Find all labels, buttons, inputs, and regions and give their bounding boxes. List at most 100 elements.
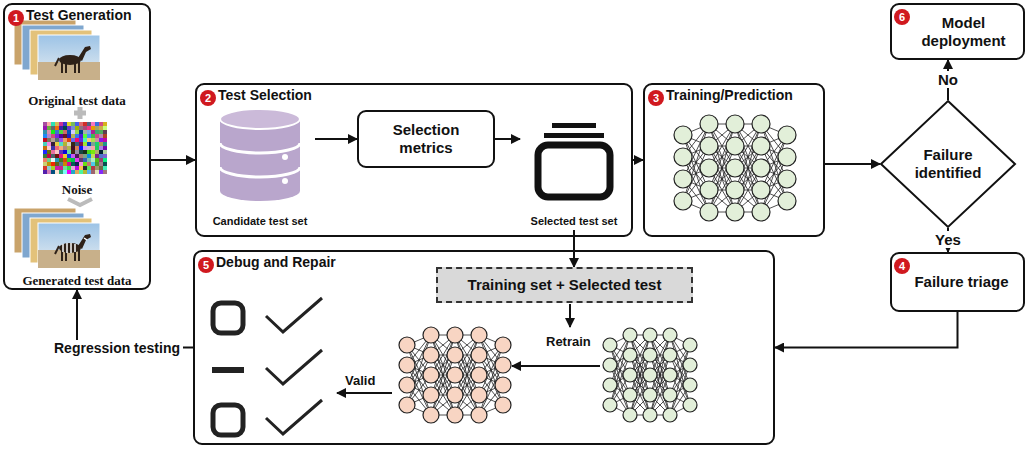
neural-network (603, 378, 617, 392)
text-holder: 4 (894, 256, 910, 274)
noise-image (59, 146, 63, 150)
noise-image (95, 134, 99, 138)
noise-image (83, 146, 87, 150)
noise-image (75, 166, 79, 170)
node-label: Selection metrics (393, 121, 460, 156)
noise-image (47, 126, 51, 130)
noise-image (95, 166, 99, 170)
noise-image (71, 142, 75, 146)
neural-network (663, 348, 677, 362)
noise-image (79, 134, 83, 138)
text-holder: Training/Prediction (666, 86, 793, 104)
text-holder: Selection metrics (370, 121, 482, 157)
noise-image (43, 122, 107, 174)
horse-figure (55, 58, 59, 66)
text-holder: Test Selection (218, 86, 312, 104)
horse-figure (65, 62, 67, 73)
noise-image (79, 154, 83, 158)
result-symbol (213, 405, 243, 435)
noise-image (67, 166, 71, 170)
neural-network (663, 368, 677, 382)
repaired-network (447, 367, 463, 383)
noise-image (63, 154, 67, 158)
neural-network (726, 159, 744, 177)
node-label: Selected test set (531, 215, 618, 227)
noise-image (103, 158, 107, 162)
noise-image (95, 138, 99, 142)
stage-box: 6 Model deployment (890, 3, 1025, 60)
neural-network (630, 355, 650, 415)
noise-image (103, 130, 107, 134)
repaired-network (447, 327, 463, 343)
step-number: 6 (894, 9, 910, 25)
neural-network (735, 124, 761, 190)
neural-network (674, 192, 692, 210)
plus-sign (74, 107, 86, 119)
noise-image (99, 122, 103, 126)
noise-image (79, 166, 83, 170)
node-label: Model deployment (921, 14, 1005, 49)
noise-image (79, 162, 83, 166)
neural-network (709, 124, 735, 190)
noise-image (99, 138, 103, 142)
noise-image (99, 166, 103, 170)
noise-image (75, 162, 79, 166)
noise-image (71, 154, 75, 158)
neural-network (683, 338, 697, 352)
noise-image (59, 154, 63, 158)
noise-image (63, 122, 67, 126)
horse-figure (74, 62, 76, 73)
flow-arrow (569, 304, 571, 327)
noise-image (87, 134, 91, 138)
repaired-network (495, 337, 511, 353)
noise-image (51, 142, 55, 146)
text-holder: Original test data (5, 91, 149, 109)
text-holder: Selected test set (520, 211, 628, 229)
noise-image (67, 126, 71, 130)
result-symbol (213, 303, 243, 333)
repaired-network (399, 337, 415, 353)
zebra-stripes (70, 243, 72, 253)
text-holder: 2 (200, 88, 216, 106)
noise-image (91, 130, 95, 134)
noise-image (95, 126, 99, 130)
test-set-icon: Selected test set (520, 105, 628, 230)
noise-image (67, 130, 71, 134)
noise-image (47, 150, 51, 154)
neural-network (700, 159, 718, 177)
noise-image (43, 134, 47, 138)
noise-image (95, 158, 99, 162)
noise-image (83, 158, 87, 162)
noise-image (47, 130, 51, 134)
noise-image (87, 122, 91, 126)
text-holder: Generated test data (5, 271, 149, 289)
node-label: Original test data (28, 93, 126, 108)
node-label: Training set + Selected test (468, 276, 662, 293)
neural-network (700, 181, 718, 199)
neural-network (643, 348, 657, 362)
noise-image (95, 150, 99, 154)
noise-image (87, 158, 91, 162)
noise-image (83, 162, 87, 166)
neural-network (603, 338, 617, 352)
noise-image (71, 150, 75, 154)
neural-network (700, 115, 718, 133)
noise-image (51, 170, 55, 174)
neural-network (603, 328, 697, 422)
node-label: Failure identified (915, 146, 982, 181)
noise-image (71, 138, 75, 142)
stack-bar (552, 123, 596, 128)
noise-image (91, 166, 95, 170)
neural-network (683, 398, 697, 412)
repaired-network (495, 357, 511, 373)
step-number: 1 (8, 10, 24, 26)
noise-image (91, 146, 95, 150)
stack-bar (544, 133, 604, 138)
flow-arrow (512, 365, 600, 367)
noise-image (51, 166, 55, 170)
noise-image (99, 134, 103, 138)
noise-image (71, 162, 75, 166)
test-set-icon (520, 105, 628, 230)
neural-network (683, 378, 697, 392)
repaired-network (423, 407, 439, 423)
